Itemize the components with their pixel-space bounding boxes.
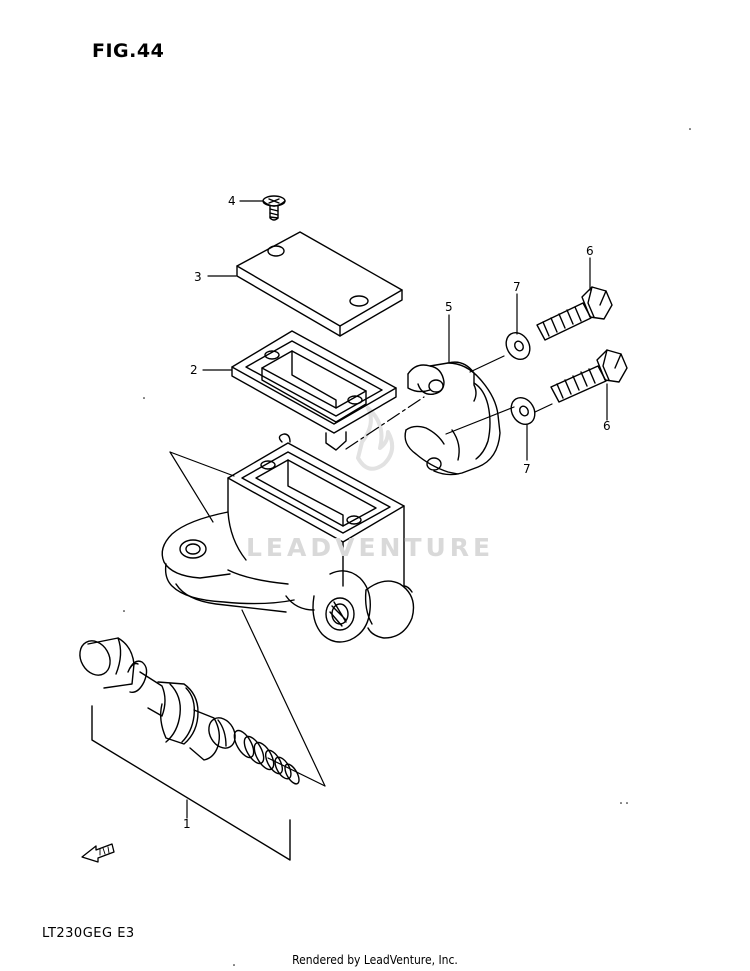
- callout-leader-lines: [186, 200, 608, 819]
- watermark-text: LEADVENTURE: [246, 533, 495, 562]
- screw-part-4[interactable]: [262, 195, 286, 221]
- master-cylinder-body[interactable]: [161, 433, 415, 643]
- callout-6-upper[interactable]: 6: [586, 244, 594, 258]
- model-code: LT230GEG E3: [42, 926, 135, 941]
- flame-logo-icon: [356, 406, 395, 471]
- callout-2[interactable]: 2: [190, 363, 198, 377]
- fwd-arrow-icon: [81, 843, 115, 863]
- figure-title: FIG.44: [92, 40, 165, 62]
- callout-1[interactable]: 1: [183, 817, 191, 831]
- callout-7-upper[interactable]: 7: [513, 280, 521, 294]
- part-1-bracket: [91, 705, 291, 861]
- clamp-holder-part-5[interactable]: [404, 361, 501, 476]
- washer-part-7-upper[interactable]: [501, 328, 534, 363]
- callout-5[interactable]: 5: [445, 300, 453, 314]
- diaphragm-part-2[interactable]: [231, 330, 397, 451]
- callout-3[interactable]: 3: [194, 270, 202, 284]
- assembly-guide-lines: [169, 355, 553, 787]
- callout-4[interactable]: 4: [228, 194, 236, 208]
- scan-specks: [123, 128, 691, 966]
- callout-7-lower[interactable]: 7: [523, 462, 531, 476]
- bolt-part-6-lower[interactable]: [550, 349, 628, 403]
- callout-6-lower[interactable]: 6: [603, 419, 611, 433]
- piston-kit-part-1[interactable]: [74, 635, 302, 786]
- bolt-part-6-upper[interactable]: [536, 286, 613, 341]
- render-credit: Rendered by LeadVenture, Inc.: [292, 953, 458, 967]
- washer-part-7-lower[interactable]: [506, 393, 539, 428]
- reservoir-cap-part-3[interactable]: [236, 231, 403, 337]
